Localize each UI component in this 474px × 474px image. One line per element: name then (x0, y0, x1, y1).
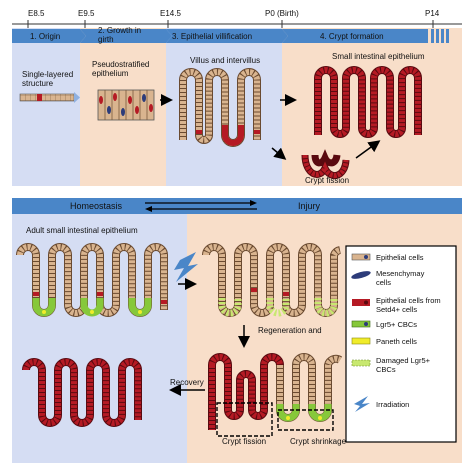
legend (345, 245, 457, 443)
timeline-axis (12, 20, 462, 28)
tick-p14: P14 (425, 9, 440, 18)
injured-epithelium (202, 243, 342, 317)
legend-label-irradiation: Irradiation (376, 400, 410, 409)
damaged-lgr5-icon (351, 359, 371, 367)
tick-e14-5: E14.5 (160, 9, 181, 18)
stage-origin: 1. Origin (30, 32, 61, 41)
label-crypt-shrinkage: Crypt shrinkage (290, 437, 347, 446)
legend-label-paneth: Paneth cells (376, 337, 417, 346)
banner-injury: Injury (298, 201, 321, 211)
regenerating-epithelium (208, 353, 343, 437)
label-regeneration: Regeneration and (258, 326, 322, 335)
label-pseudostratified: Pseudostratified epithelium (92, 60, 150, 78)
banner-homeostasis: Homeostasis (70, 201, 123, 211)
homeostasis-injury-banner (12, 198, 462, 214)
recovered-epithelium (22, 358, 142, 427)
legend-label-epithelial: Epithelial cells (376, 253, 424, 262)
panel-origin (12, 28, 80, 186)
label-crypt-fission-top: Crypt fission (305, 176, 350, 185)
paneth-cell-icon (351, 337, 371, 345)
irradiation-bolt-icon (174, 252, 198, 282)
villus-intervillus (179, 68, 261, 147)
arrow-fission-to-epithelium (355, 140, 381, 159)
stage-villification: 3. Epithelial villification (172, 32, 253, 41)
stage-growth: 2. Growth in girth (98, 26, 142, 44)
label-adult: Adult small intestinal epithelium (26, 226, 138, 235)
adult-epithelium (16, 243, 168, 317)
mesenchyme-cell-icon (351, 271, 371, 279)
crypt-shrinkage-box (277, 409, 334, 431)
legend-label-mesenchyme: Mesenchymay cells (376, 269, 425, 287)
tick-e8-5: E8.5 (28, 9, 45, 18)
crypt-fission-box (216, 402, 273, 437)
pseudostratified-block (97, 89, 155, 121)
arrow-to-crypt-fission (271, 147, 287, 160)
legend-label-damaged: Damaged Lgr5+ CBCs (376, 356, 430, 374)
stage-crypt-formation: 4. Crypt formation (320, 32, 384, 41)
tick-e9-5: E9.5 (78, 9, 95, 18)
label-small-intestinal: Small intestinal epithelium (332, 52, 425, 61)
stage-bar (12, 29, 449, 43)
label-villus: Villus and intervillus (190, 56, 261, 65)
label-crypt-fission-bottom: Crypt fission (222, 437, 267, 446)
small-intestinal-epithelium (314, 66, 422, 138)
single-layered-tube (19, 92, 80, 103)
crypt-fission-shape (301, 149, 350, 179)
tick-p0: P0 (Birth) (265, 9, 299, 18)
lgr5-cbc-icon (351, 320, 371, 328)
label-recovery: Recovery (170, 378, 204, 387)
legend-label-lgr5: Lgr5+ CBCs (376, 320, 418, 329)
label-single-layered: Single-layered structure (22, 70, 74, 88)
legend-label-setd4: Epithelial cells from Setd4+ cells (376, 296, 441, 314)
irradiation-icon (354, 396, 370, 412)
epithelial-cell-icon (351, 253, 371, 261)
setd4-cell-icon (352, 299, 370, 306)
